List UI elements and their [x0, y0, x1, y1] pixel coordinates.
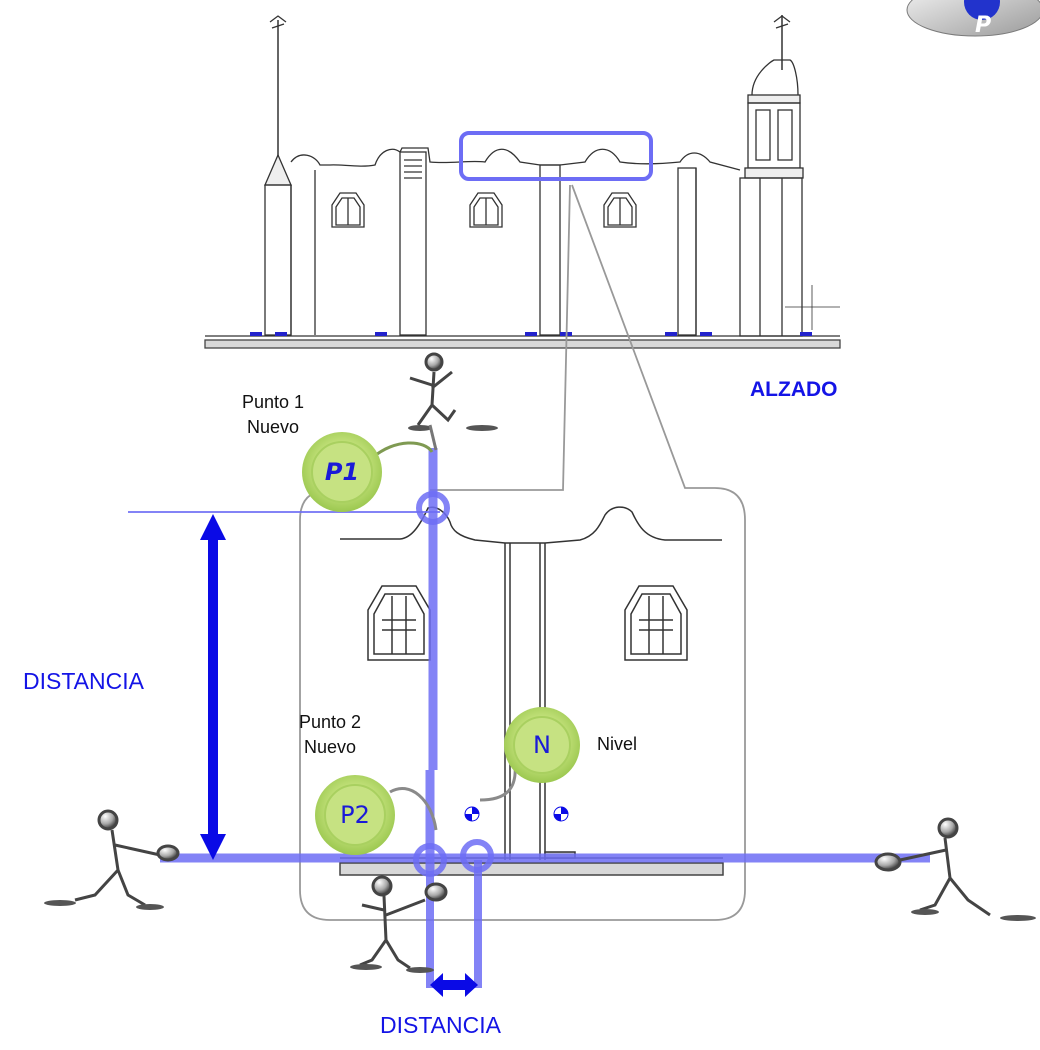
logo-letter: P — [975, 13, 991, 38]
zoom-guide-lines — [299, 184, 746, 921]
distancia-vertical-label: DISTANCIA — [23, 668, 144, 694]
punto2-label-line2: Nuevo — [303, 737, 357, 757]
nivel-label: Nivel — [597, 734, 638, 754]
level-marker-2 — [553, 806, 569, 822]
marker-p1-text: P1 — [324, 458, 360, 486]
marker-p2-text: P2 — [340, 801, 370, 829]
detail-drawing — [339, 506, 724, 876]
elevation-drawing — [204, 15, 841, 349]
punto1-label-line2: Nuevo — [246, 417, 300, 437]
marker-n — [504, 707, 580, 783]
figure-right — [874, 817, 1036, 921]
marker-p2 — [315, 775, 395, 855]
elevation-window-2 — [469, 192, 503, 228]
detail-window-2 — [624, 585, 688, 661]
vertical-distance-arrow — [200, 514, 226, 860]
distancia-horizontal-label: DISTANCIA — [380, 1012, 501, 1038]
marker-p1 — [302, 432, 382, 512]
punto1-label: Punto 1 Nuevo — [233, 392, 313, 438]
figure-bottom — [350, 875, 448, 973]
level-marker-1 — [464, 806, 480, 822]
detail-window-1 — [367, 585, 431, 661]
zoom-selection-frame — [459, 131, 653, 181]
punto2-label: Punto 2 Nuevo — [290, 712, 370, 758]
marker-n-text: N — [533, 731, 551, 759]
logo: P — [906, 0, 1040, 38]
elevation-window-1 — [331, 192, 365, 228]
figure-top — [408, 352, 498, 451]
punto1-label-line1: Punto 1 — [241, 392, 305, 412]
figure-left — [44, 809, 180, 910]
alzado-label: ALZADO — [750, 378, 838, 401]
elevation-window-3 — [603, 192, 637, 228]
punto2-label-line1: Punto 2 — [298, 712, 362, 732]
horizontal-distance-arrow — [430, 973, 478, 997]
